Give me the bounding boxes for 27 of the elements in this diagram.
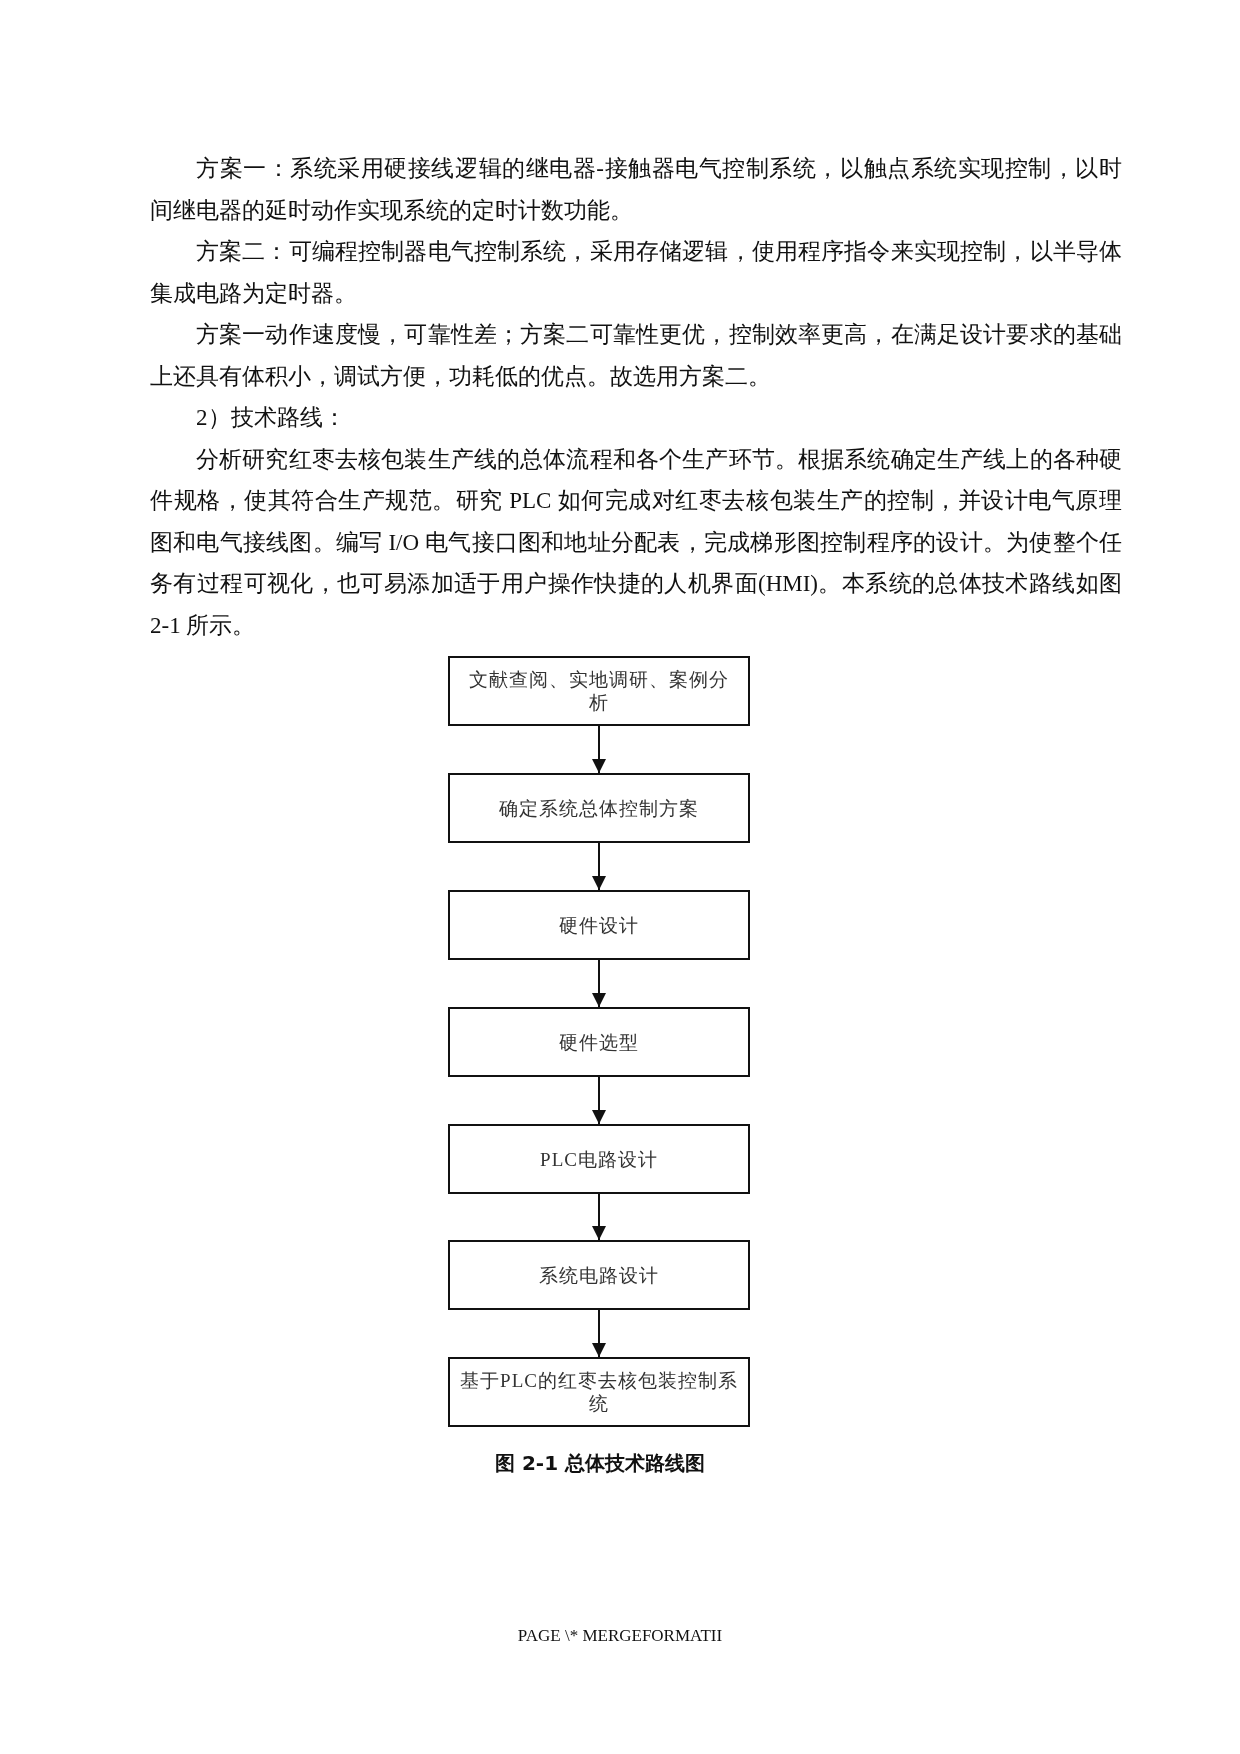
box-label: 系统电路设计 xyxy=(539,1263,659,1287)
process-box xyxy=(448,1007,750,1077)
paragraph: 分析研究红枣去核包装生产线的总体流程和各个生产环节。根据系统确定生产线上的各种硬件规格，使其符合生产规范。研究 PLC 如何完成对红枣去核包装生产的控制，并设计电气原理图和电气接线图。编写 I/O 电气接口图和地址分配表，完成梯形图控制程序的设计。为使整个任务有过程可视化，也可易添加适于用户操作快捷的人机界面(HMI)。本系统的总体技术路线如图 2-1 所示。 xyxy=(150,445,1122,640)
box-label: 硬件设计 xyxy=(559,913,639,937)
box-label: 文献查阅、实地调研、案例分析 xyxy=(468,668,730,714)
arrow xyxy=(592,1309,606,1358)
arrow xyxy=(592,842,606,891)
process-box xyxy=(448,1240,750,1310)
process-box xyxy=(448,1124,750,1194)
arrow xyxy=(592,1076,606,1125)
figure-caption: 图 2-1 总体技术路线图 xyxy=(494,1450,706,1477)
arrow xyxy=(592,959,606,1008)
paragraph: 方案二：可编程控制器电气控制系统，采用存储逻辑，使用程序指令来实现控制，以半导体集成电路为定时器。 xyxy=(150,238,1122,308)
process-box xyxy=(448,890,750,960)
box-label: 硬件选型 xyxy=(559,1030,639,1054)
page-footer: PAGE \* MERGEFORMATII xyxy=(517,1626,723,1646)
box-label: PLC电路设计 xyxy=(540,1147,658,1171)
box-label: 确定系统总体控制方案 xyxy=(499,796,699,820)
process-box xyxy=(448,773,750,843)
paragraph: 方案一动作速度慢，可靠性差；方案二可靠性更优，控制效率更高，在满足设计要求的基础上还具有体积小，调试方便，功耗低的优点。故选用方案二。 xyxy=(150,321,1122,391)
arrow xyxy=(592,725,606,774)
process-box xyxy=(448,1357,750,1427)
process-box xyxy=(448,656,750,726)
arrow xyxy=(592,1193,606,1241)
paragraph: 2）技术路线： xyxy=(195,404,347,432)
paragraph: 方案一：系统采用硬接线逻辑的继电器-接触器电气控制系统，以触点系统实现控制，以时间继电器的延时动作实现系统的定时计数功能。 xyxy=(150,155,1122,225)
box-label: 基于PLC的红枣去核包装控制系统 xyxy=(460,1369,738,1415)
